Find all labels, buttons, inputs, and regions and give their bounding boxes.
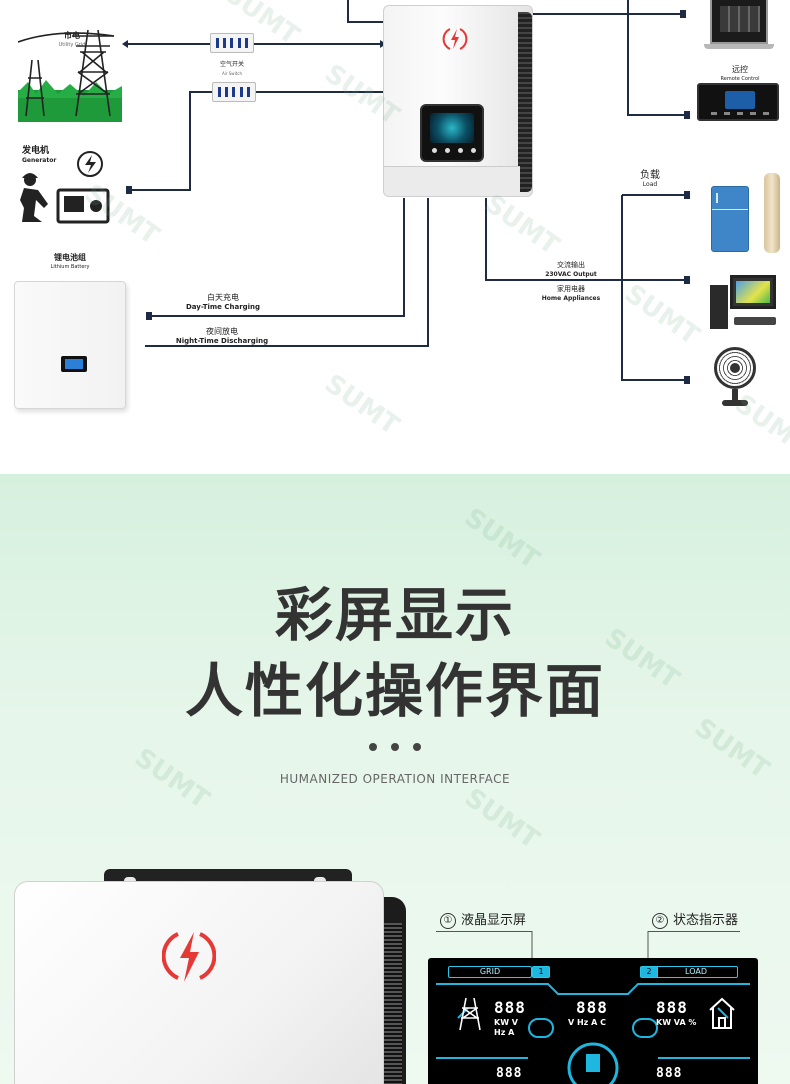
- wiring-lines: [122, 0, 690, 384]
- callout-line-2: [648, 931, 740, 932]
- inverter-bottom-band: [384, 166, 520, 196]
- feature-title-line1: 彩屏显示: [274, 581, 515, 649]
- night-discharging-label: 夜间放电 Night-Time Discharging: [175, 327, 269, 345]
- inverter-front-panel: [14, 881, 384, 1084]
- load-reading: 888: [656, 998, 688, 1017]
- wiring-diagram: 市电 Utility Grid 空气开关 Air Switch 发电机 Gene…: [0, 0, 790, 474]
- inverter-closeup: [14, 869, 414, 1084]
- inverter-screen: [420, 104, 484, 162]
- lcd-house-icon: [709, 997, 735, 1029]
- load-units: KW VA %: [656, 1018, 697, 1027]
- marker-1: 1: [532, 966, 550, 978]
- grid-unit-kw-v: KW V: [494, 1018, 518, 1027]
- marker-2: 2: [640, 966, 658, 978]
- refrigerator-icon: [711, 186, 749, 252]
- day-charging-label: 白天充电 Day-Time Charging: [185, 293, 261, 311]
- remote-label: 远控 Remote Control: [720, 65, 760, 82]
- ac-output-label: 交流输出 230VAC Output: [545, 261, 597, 278]
- breaker-label: 空气开关 Air Switch: [219, 61, 244, 76]
- laptop-icon: [704, 0, 774, 50]
- lightning-logo-icon: [442, 28, 468, 50]
- air-switch-2: [212, 82, 256, 102]
- lcd-grid-tower-icon: [459, 997, 481, 1031]
- lightning-logo-icon: [162, 932, 216, 982]
- grid-tab: GRID: [448, 966, 532, 978]
- air-switch-1: [210, 33, 254, 53]
- color-screen-feature: SUMT SUMT SUMT SUMT SUMT SUMT 彩屏显示 人性化操作…: [0, 474, 790, 1084]
- generator-icon: [20, 151, 110, 224]
- load-label: 负载 Load: [640, 170, 660, 188]
- remote-control-panel: [697, 83, 779, 121]
- heatsink-fins: [518, 12, 532, 192]
- watermark: SUMT: [458, 782, 545, 856]
- callout-leaders: [531, 931, 649, 961]
- feature-title-line2: 人性化操作界面: [184, 657, 605, 725]
- battery-display: [61, 356, 87, 372]
- grid-label: 市电 Utility Grid: [58, 31, 86, 48]
- grid-reading: 888: [494, 998, 526, 1017]
- home-appliances-label: 家用电器 Home Appliances: [541, 285, 601, 302]
- desktop-computer-icon: [710, 273, 780, 331]
- center-units: V Hz A C: [568, 1018, 606, 1027]
- center-reading: 888: [576, 998, 608, 1017]
- lcd-display-closeup: GRID LOAD 1 2 888 KW V Hz A: [428, 958, 758, 1084]
- air-conditioner-icon: [764, 173, 780, 253]
- power-tower-icon: [18, 29, 122, 122]
- pv-reading: 888: [496, 1066, 523, 1081]
- status-hex-left: [528, 1018, 554, 1038]
- feature-subtitle: HUMANIZED OPERATION INTERFACE: [279, 772, 511, 786]
- inverter-keys: [432, 148, 476, 153]
- vent-grille: [380, 923, 402, 1084]
- hybrid-inverter: [383, 5, 533, 197]
- callout-line-1: [436, 931, 532, 932]
- decorative-dots: [369, 743, 421, 751]
- status-hex-right: [632, 1018, 658, 1038]
- watermark: SUMT: [458, 502, 545, 576]
- battery-reading: 888: [656, 1066, 683, 1081]
- inverter-lcd: [430, 113, 474, 143]
- lithium-battery-pack: [14, 281, 126, 409]
- fan-icon: [712, 347, 758, 407]
- generator-label: 发电机 Generator: [22, 146, 57, 164]
- battery-label: 锂电池组 Lithium Battery: [50, 253, 90, 270]
- grid-unit-hz-a: Hz A: [494, 1028, 515, 1037]
